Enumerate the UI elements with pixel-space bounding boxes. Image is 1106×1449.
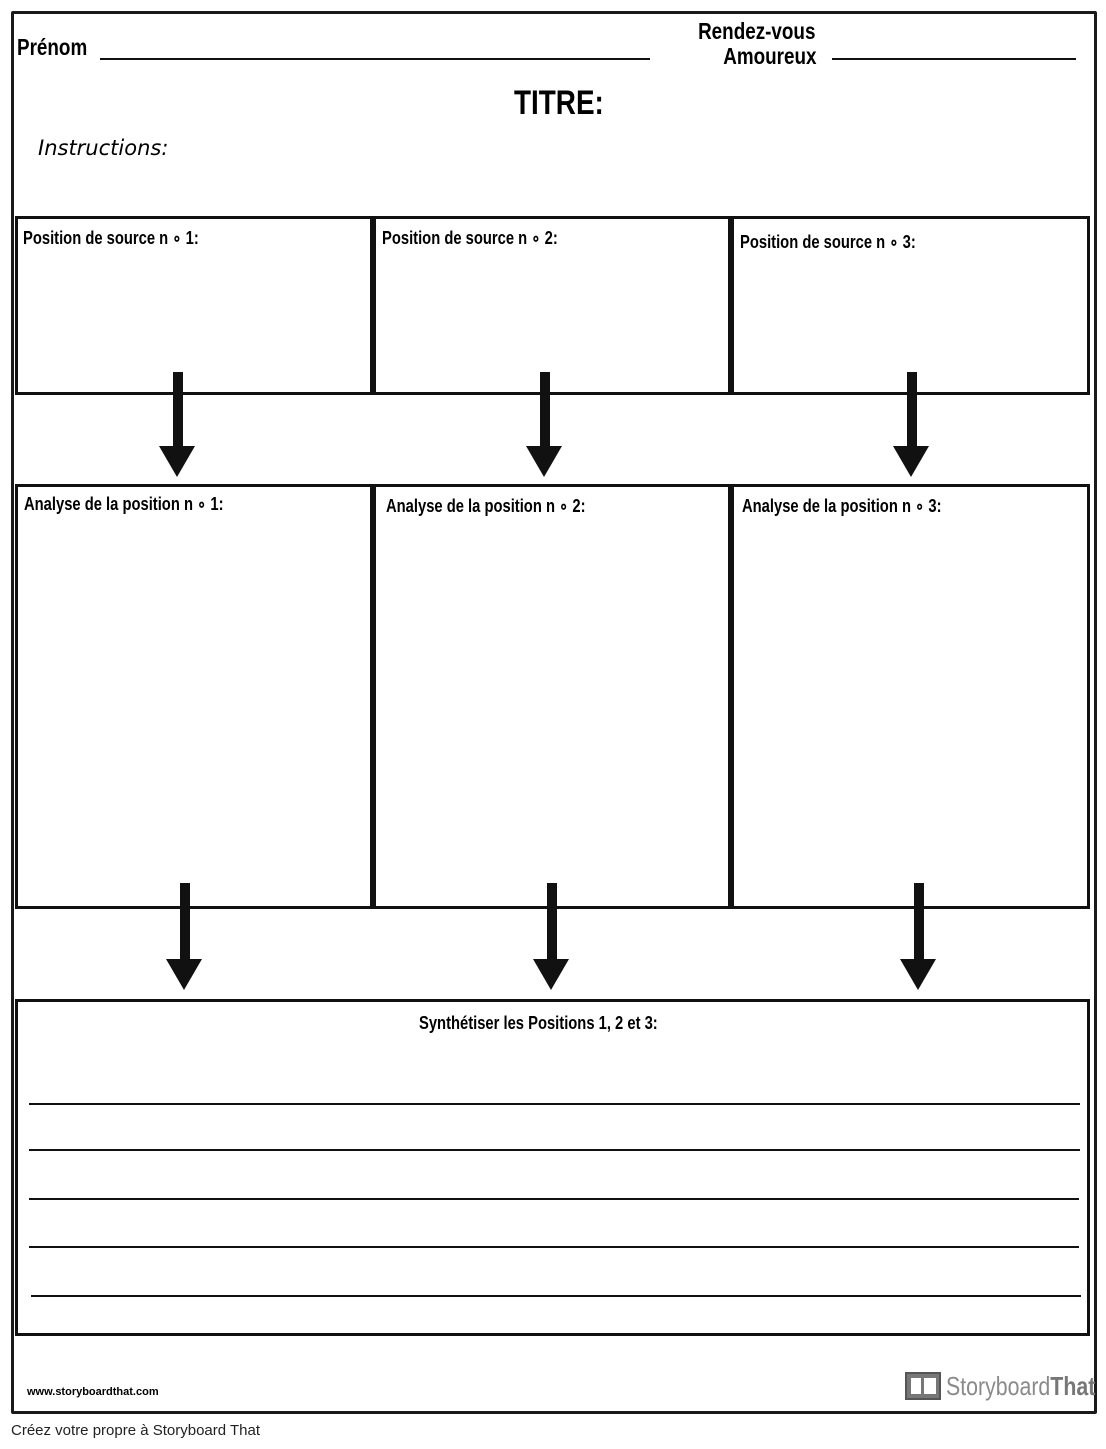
analysis-box-3[interactable]: [731, 484, 1090, 909]
storyboard-logo-icon: [905, 1372, 941, 1400]
date-label-line2: Amoureux: [723, 43, 817, 69]
synthesis-writing-line[interactable]: [29, 1246, 1079, 1248]
brand-part1: Storyboard: [946, 1370, 1051, 1401]
source-box-3-label: Position de source n ∘ 3:: [740, 232, 916, 252]
synthesis-writing-line[interactable]: [31, 1295, 1081, 1297]
source-box-1-label: Position de source n ∘ 1:: [23, 228, 199, 248]
synthesis-writing-line[interactable]: [29, 1198, 1079, 1200]
synthesis-writing-line[interactable]: [29, 1103, 1080, 1105]
synthesis-writing-line[interactable]: [29, 1149, 1080, 1151]
analysis-box-2-label: Analyse de la position n ∘ 2:: [386, 496, 586, 516]
analysis-box-1[interactable]: [15, 484, 373, 909]
date-label-line1: Rendez-vous: [698, 18, 816, 44]
source-box-3[interactable]: [731, 216, 1090, 395]
synthesis-box[interactable]: [15, 999, 1090, 1336]
footer-url: www.storyboardthat.com: [27, 1386, 159, 1398]
source-box-1[interactable]: [15, 216, 373, 395]
arrow-down-icon: [532, 883, 572, 991]
storyboardthat-logo: StoryboardThat: [905, 1371, 1106, 1401]
name-label: Prénom: [17, 34, 88, 60]
date-label: Rendez-vous Amoureux: [697, 18, 817, 69]
date-field-line[interactable]: [832, 58, 1076, 60]
storyboardthat-logo-text: StoryboardThat: [946, 1371, 1095, 1402]
arrow-down-icon: [165, 883, 205, 991]
page-title: TITRE:: [514, 84, 604, 122]
instructions-label: Instructions:: [38, 136, 169, 160]
synthesis-box-label: Synthétiser les Positions 1, 2 et 3:: [419, 1013, 658, 1033]
arrow-down-icon: [899, 883, 939, 991]
brand-part2: That: [1050, 1370, 1096, 1401]
arrow-down-icon: [158, 372, 198, 478]
analysis-box-2[interactable]: [373, 484, 731, 909]
arrow-down-icon: [525, 372, 565, 478]
arrow-down-icon: [892, 372, 932, 478]
source-box-2[interactable]: [373, 216, 731, 395]
analysis-box-1-label: Analyse de la position n ∘ 1:: [24, 494, 224, 514]
source-box-2-label: Position de source n ∘ 2:: [382, 228, 558, 248]
analysis-box-3-label: Analyse de la position n ∘ 3:: [742, 496, 942, 516]
name-field-line[interactable]: [100, 58, 650, 60]
page-caption: Créez votre propre à Storyboard That: [11, 1422, 261, 1439]
